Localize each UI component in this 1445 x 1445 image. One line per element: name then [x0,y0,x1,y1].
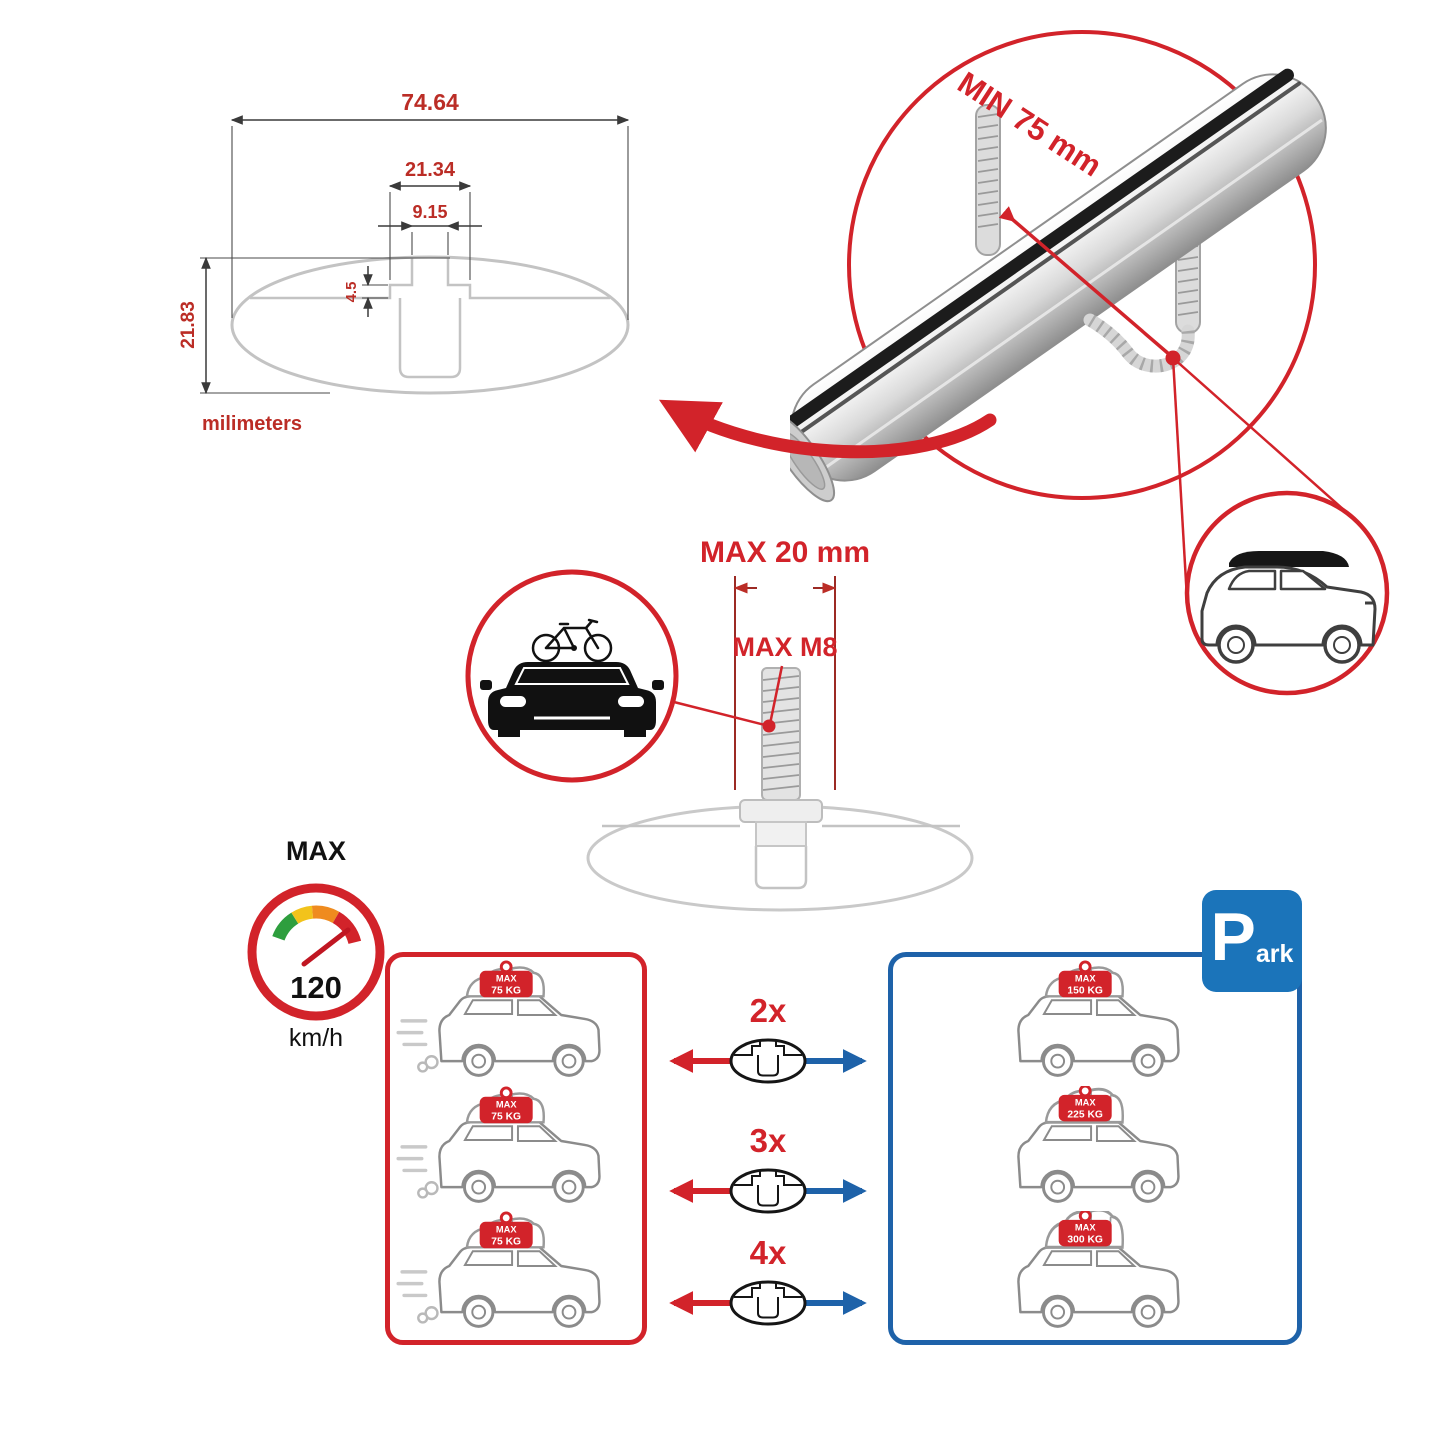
bicycle-icon [531,618,613,663]
threaded-stud [739,667,823,847]
load-tag: MAX 150 KG [1058,960,1112,998]
car-front-view [480,618,664,737]
crossbar-count-graphic [669,1168,867,1214]
aluminum-crossbar [790,68,1327,503]
multiplier-label: 2x [749,992,787,1029]
load-tag: MAX 75 KG [479,1086,533,1123]
speed-value: 120 [290,970,342,1005]
speed-unit: km/h [289,1024,343,1052]
bolt-diagram: MAX 20 mm MAX M8 [465,536,974,912]
max-length-label: MAX 20 mm [700,536,870,569]
multiplier-row-3x: 3x [648,1122,888,1227]
zoom-arrow [658,399,997,459]
load-tag-title: MAX [1075,1223,1096,1233]
crossbar-ellipse-icon [729,1280,807,1326]
load-tag: MAX 225 KG [1058,1085,1112,1122]
load-tag-value: 225 KG [1067,1109,1103,1120]
crossbar-ellipse-icon [729,1038,807,1084]
multiplier-label: 3x [749,1122,787,1159]
dimension-channel-outer: 21.34 [388,159,472,280]
dim-channel-outer-label: 21.34 [405,159,456,181]
cross-section-diagram: 74.64 21.34 9.15 4.5 21.83 milimeters [178,89,630,435]
speedometer: MAX 120 km/h [247,836,385,1052]
multiplier-row-2x: 2x [648,992,888,1097]
car-illustration: MAX 75 KG [396,1211,601,1329]
speed-title: MAX [286,836,346,866]
dimension-total-height: 21.83 [178,256,450,395]
multiplier-row-4x: 4x [648,1234,888,1339]
thread-leader-line [768,665,784,725]
park-sign-suffix: ark [1255,940,1294,968]
load-tag-title: MAX [1075,974,1096,984]
dimension-slot-inner: 9.15 [378,202,482,255]
car-illustration: MAX 225 KG [1017,1085,1180,1203]
car-illustration: MAX 300 KG [1017,1211,1180,1329]
driving-limit-panel: MAX 75 KG MAX 75 KG [385,952,647,1345]
leader-line-right [1172,357,1354,519]
load-tag-value: 150 KG [1067,985,1103,996]
speed-needle [301,927,351,967]
crossbar-ellipse-icon [729,1168,807,1214]
bike-car-badge [465,569,679,783]
dim-total-width-label: 74.64 [401,89,459,115]
leader-line-left [1171,357,1189,600]
load-tag-title: MAX [1075,1097,1096,1107]
car-illustration: MAX 75 KG [396,1086,601,1203]
load-tag-title: MAX [496,1225,517,1235]
multiplier-label: 4x [749,1234,787,1271]
load-tag-title: MAX [496,974,517,984]
car-illustration: MAX 75 KG [396,960,601,1077]
crossbar-profile-drawing [230,255,630,395]
max-length-dimension [733,576,837,790]
badge-leader-line [665,698,770,728]
load-tag: MAX 300 KG [1058,1211,1112,1247]
dim-slot-inner-label: 9.15 [412,202,447,222]
crossbar-count-graphic [669,1280,867,1326]
load-tag-value: 75 KG [491,985,521,996]
min-span-arrow [998,206,1172,357]
load-tag: MAX 75 KG [479,1211,533,1249]
max-thread-label: MAX M8 [732,632,837,662]
load-tag-value: 75 KG [491,1111,521,1122]
unit-label: milimeters [202,413,302,435]
load-tag-title: MAX [496,1099,517,1109]
zoom-arrow-path [658,399,997,459]
ubolt-curve [1083,313,1195,373]
suv-with-roofbox [1200,551,1377,664]
load-tag: MAX 75 KG [479,960,533,998]
thread-point-dot [762,719,776,733]
dimension-lip: 4.5 [343,266,388,317]
crossbar-count-graphic [669,1038,867,1084]
dimension-total-width: 74.64 [230,89,630,320]
car-illustration: MAX 150 KG [1017,960,1180,1077]
bar-zoom-illustration: MIN 75 mm [790,30,1390,696]
load-tag-value: 300 KG [1067,1235,1103,1246]
roofbox-car-badge [1184,490,1390,696]
load-tag-value: 75 KG [491,1237,521,1248]
park-sign-letter: P [1210,899,1256,975]
ubolt-rod-left [975,104,1001,256]
parked-limit-panel: MAX 150 KG MAX 225 KG MAX [888,952,1302,1345]
dim-lip-label: 4.5 [343,282,360,303]
dim-total-height-label: 21.83 [178,301,199,349]
